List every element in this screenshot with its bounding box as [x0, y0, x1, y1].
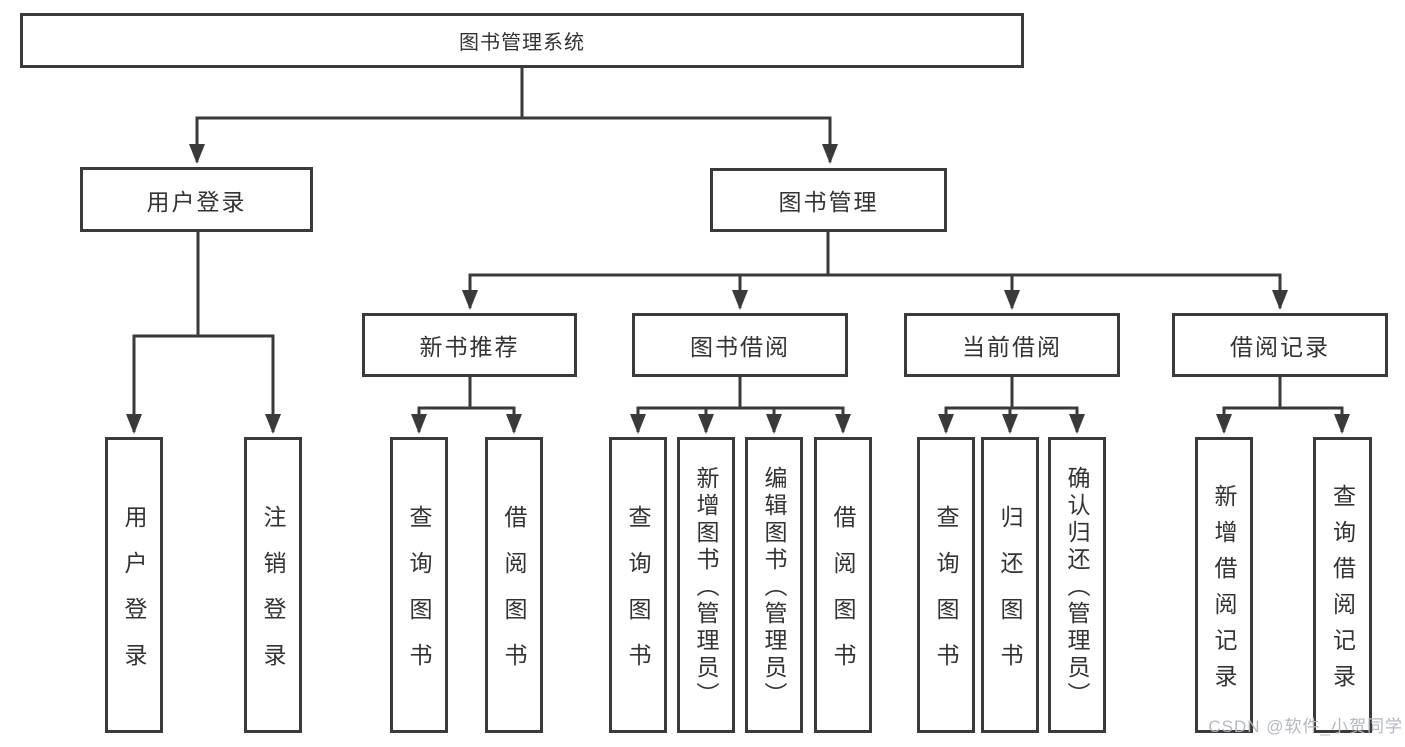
node-label: 当前借阅 [962, 334, 1062, 360]
node-label: 归还图书 [997, 504, 1023, 689]
node-label: 注销登录 [260, 504, 286, 689]
node-label: 查询图书 [406, 504, 432, 689]
leaf-search-books-borrowing: 查询图书 [609, 437, 667, 733]
node-library-management-system: 图书管理系统 [20, 13, 1024, 68]
node-label: 编辑图书（管理员） [761, 465, 787, 709]
node-current-borrowing: 当前借阅 [904, 313, 1120, 377]
node-label: 图书借阅 [690, 334, 790, 360]
node-book-management: 图书管理 [710, 168, 947, 232]
node-book-borrowing: 图书借阅 [632, 313, 848, 377]
leaf-borrow-books-borrowing: 借阅图书 [814, 437, 872, 733]
leaf-borrow-books-recommend: 借阅图书 [485, 437, 543, 733]
node-label: 查询图书 [625, 504, 651, 689]
node-label: 新书推荐 [419, 334, 520, 360]
node-label: 图书管理 [778, 189, 879, 215]
node-label: 借阅图书 [830, 504, 856, 689]
node-user-login: 用户登录 [80, 167, 313, 232]
node-label: 借阅记录 [1230, 334, 1330, 360]
node-label: 新增图书（管理员） [693, 465, 719, 709]
csdn-watermark: CSDN @软件_小贺同学 [1208, 717, 1403, 736]
node-label: 图书管理系统 [459, 32, 585, 54]
node-label: 新增借阅记录 [1211, 483, 1237, 700]
leaf-edit-book-admin: 编辑图书（管理员） [745, 437, 803, 733]
leaf-user-login: 用户登录 [105, 437, 163, 733]
leaf-add-book-admin: 新增图书（管理员） [677, 437, 735, 733]
leaf-return-book: 归还图书 [981, 437, 1039, 733]
node-label: 确认归还（管理员） [1064, 465, 1090, 709]
leaf-confirm-return-admin: 确认归还（管理员） [1048, 437, 1106, 733]
leaf-add-borrow-record: 新增借阅记录 [1195, 437, 1253, 733]
leaf-search-books-recommend: 查询图书 [390, 437, 448, 733]
leaf-logout: 注销登录 [244, 437, 302, 733]
node-label: 用户登录 [121, 504, 147, 689]
node-borrowing-records: 借阅记录 [1172, 313, 1388, 377]
node-label: 借阅图书 [501, 504, 527, 689]
node-label: 查询图书 [933, 504, 959, 689]
node-label: 用户登录 [146, 188, 247, 215]
node-label: 查询借阅记录 [1329, 483, 1356, 700]
leaf-search-borrow-record: 查询借阅记录 [1313, 437, 1372, 733]
leaf-search-books-current: 查询图书 [917, 437, 975, 733]
node-new-book-recommend: 新书推荐 [362, 313, 577, 377]
